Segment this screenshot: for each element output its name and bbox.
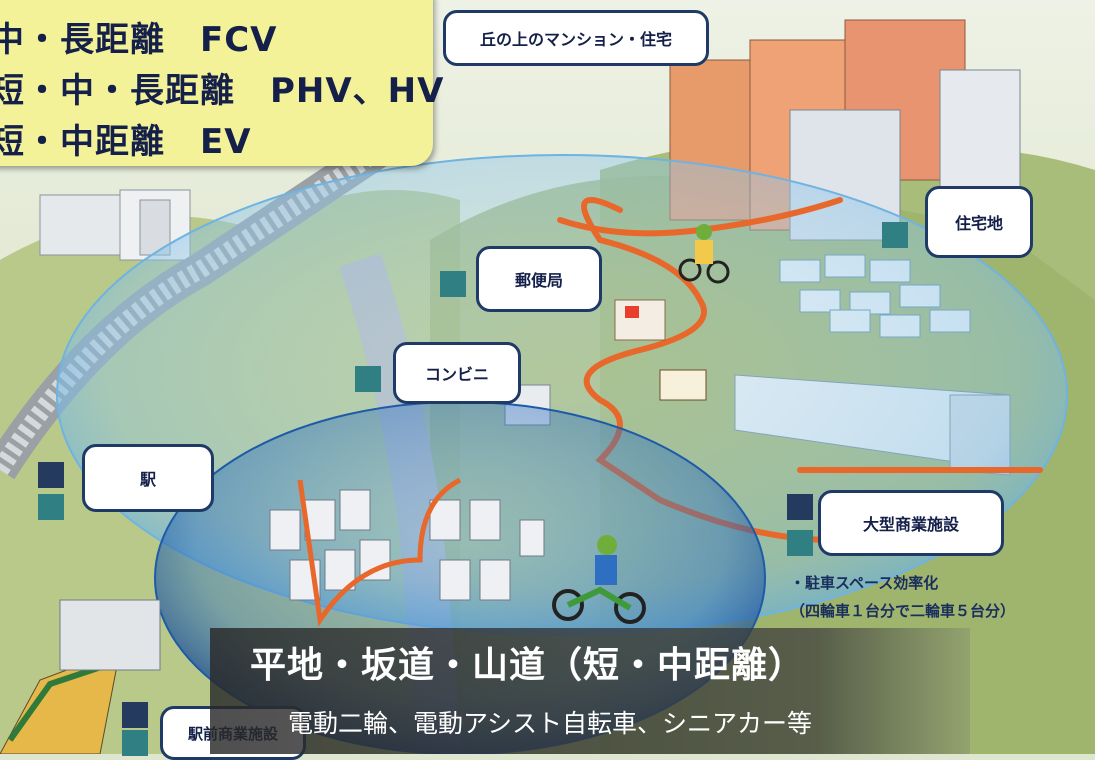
label-residential-text: 住宅地: [954, 214, 1003, 233]
marker-square-residential: [882, 222, 908, 248]
marker-square-post: [440, 271, 466, 297]
label-post-office-text: 郵便局: [514, 271, 563, 290]
shop-sign: [659, 369, 707, 401]
parking-note-line1: ・駐車スペース効率化: [790, 574, 939, 592]
marker-square-shops-teal: [122, 730, 148, 756]
parking-note-line2: （四輪車１台分で二輪車５台分）: [790, 602, 1016, 620]
caption-band: [210, 628, 970, 754]
caption-subtitle: 電動二輪、電動アシスト自転車、シニアカー等: [288, 709, 813, 738]
label-residential: 住宅地: [925, 186, 1033, 258]
marker-square-cvs: [355, 366, 381, 392]
cyclist-hill: [678, 224, 730, 284]
marker-square-station-teal: [38, 494, 64, 520]
legend-fcv: 中・長距離 FCV: [0, 20, 278, 60]
label-station: 駅: [82, 444, 214, 512]
inner-city-blocks: [269, 489, 545, 601]
label-station-text: 駅: [139, 470, 156, 489]
left-city-buildings: [39, 189, 191, 261]
marker-square-mall-navy: [787, 494, 813, 520]
label-large-mall-text: 大型商業施設: [862, 515, 959, 534]
caption-title: 平地・坂道・山道（短・中距離）: [250, 645, 806, 686]
label-convenience-store: コンビニ: [393, 342, 521, 404]
vehicle-range-legend: 中・長距離 FCV 短・中・長距離 PHV、HV 短・中距離 EV: [0, 0, 443, 166]
label-large-mall: 大型商業施設: [818, 490, 1004, 556]
label-convenience-store-text: コンビニ: [424, 365, 489, 384]
label-hill-mansion: 丘の上のマンション・住宅: [443, 10, 709, 66]
marker-square-mall-teal: [787, 530, 813, 556]
marker-square-shops-navy: [122, 702, 148, 728]
ebike-rider: [552, 535, 646, 624]
marker-square-station-navy: [38, 462, 64, 488]
station-building: [59, 599, 161, 671]
label-hill-mansion-text: 丘の上のマンション・住宅: [479, 30, 672, 49]
legend-phv-hv: 短・中・長距離 PHV、HV: [0, 71, 445, 111]
label-post-office: 郵便局: [476, 246, 602, 312]
legend-ev: 短・中距離 EV: [0, 122, 252, 162]
post-office-building: [614, 299, 666, 341]
